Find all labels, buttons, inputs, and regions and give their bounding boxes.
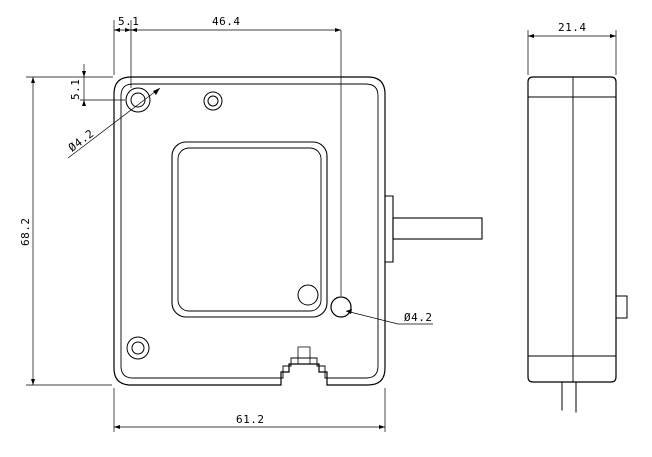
front-view xyxy=(113,76,483,386)
side-cable xyxy=(561,381,577,413)
dimension-arrowheads xyxy=(31,28,385,429)
housing-inner-outline xyxy=(120,83,379,379)
dim-hole-dia-top: Ø4.2 xyxy=(66,127,97,155)
mounting-hole-right xyxy=(330,296,352,318)
front-dimension-lines xyxy=(26,20,433,432)
side-body-outline xyxy=(527,76,617,383)
mounting-hole-bottom-left xyxy=(126,336,150,360)
dim-hole-dia-right: Ø4.2 xyxy=(404,311,433,324)
notch-detail xyxy=(297,346,311,365)
cable-gland-flange xyxy=(384,195,394,263)
dim-hole-spacing: 46.4 xyxy=(212,15,241,28)
side-view xyxy=(527,76,628,413)
side-arrowheads xyxy=(528,34,616,38)
mounting-hole-top-mid xyxy=(203,91,223,111)
window-inner xyxy=(177,147,322,312)
dim-depth: 21.4 xyxy=(558,21,587,34)
cable-body xyxy=(392,217,483,240)
mounting-hole-window-corner xyxy=(297,284,319,306)
dim-top-offset: 5.1 xyxy=(118,15,139,28)
dim-width: 61.2 xyxy=(236,413,265,426)
window-outer xyxy=(171,141,328,318)
side-dimension-lines xyxy=(527,30,617,75)
mounting-hole-top-left xyxy=(125,87,151,113)
dim-height: 68.2 xyxy=(19,218,32,247)
dim-left-offset: 5.1 xyxy=(69,79,82,100)
side-button xyxy=(615,295,628,319)
housing-outer-outline xyxy=(113,76,386,386)
